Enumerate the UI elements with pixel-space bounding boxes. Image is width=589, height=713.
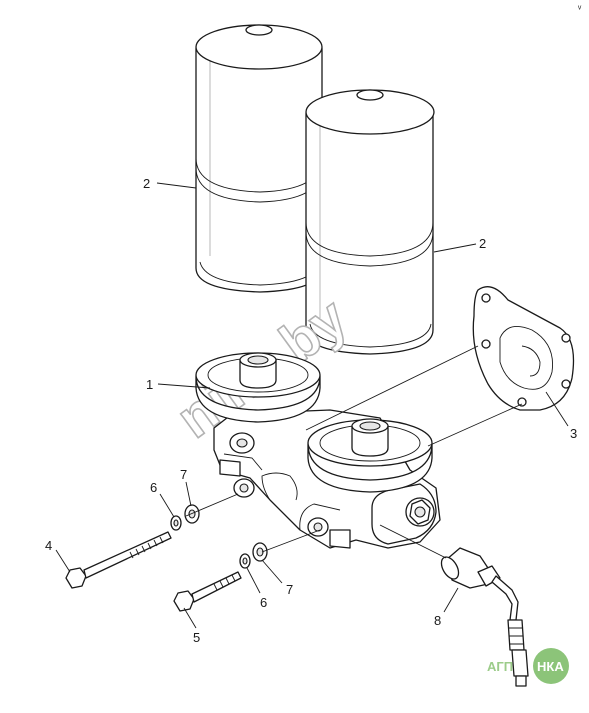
callout-8: 8 (434, 613, 441, 628)
callout-6-lower: 6 (260, 595, 267, 610)
oil-filter-right (305, 89, 435, 355)
callout-7-upper: 7 (180, 467, 187, 482)
short-bolt (173, 571, 242, 612)
brand-logo: АГП НКА (487, 648, 569, 684)
corner-mark: ᵛ (577, 4, 582, 15)
flat-washer-lower (252, 542, 268, 562)
pressure-sensor (440, 547, 529, 687)
gasket (472, 286, 575, 411)
callout-3: 3 (570, 426, 577, 441)
callout-5: 5 (193, 630, 200, 645)
callout-2-right: 2 (479, 236, 486, 251)
callout-1: 1 (146, 377, 153, 392)
long-bolt (65, 531, 172, 589)
logo-text-right: НКА (537, 659, 564, 674)
flat-washer-upper (184, 504, 200, 524)
leader-lines (55, 182, 569, 629)
spring-washer-lower (239, 553, 251, 569)
filter-housing (195, 352, 441, 549)
callout-7-lower: 7 (286, 582, 293, 597)
spring-washer-upper (170, 515, 182, 531)
logo-text-left: АГП (487, 659, 513, 674)
callout-4: 4 (45, 538, 52, 553)
logo-badge (533, 648, 569, 684)
callout-2-left: 2 (143, 176, 150, 191)
callout-6-upper: 6 (150, 480, 157, 495)
oil-filter-left (195, 24, 323, 293)
